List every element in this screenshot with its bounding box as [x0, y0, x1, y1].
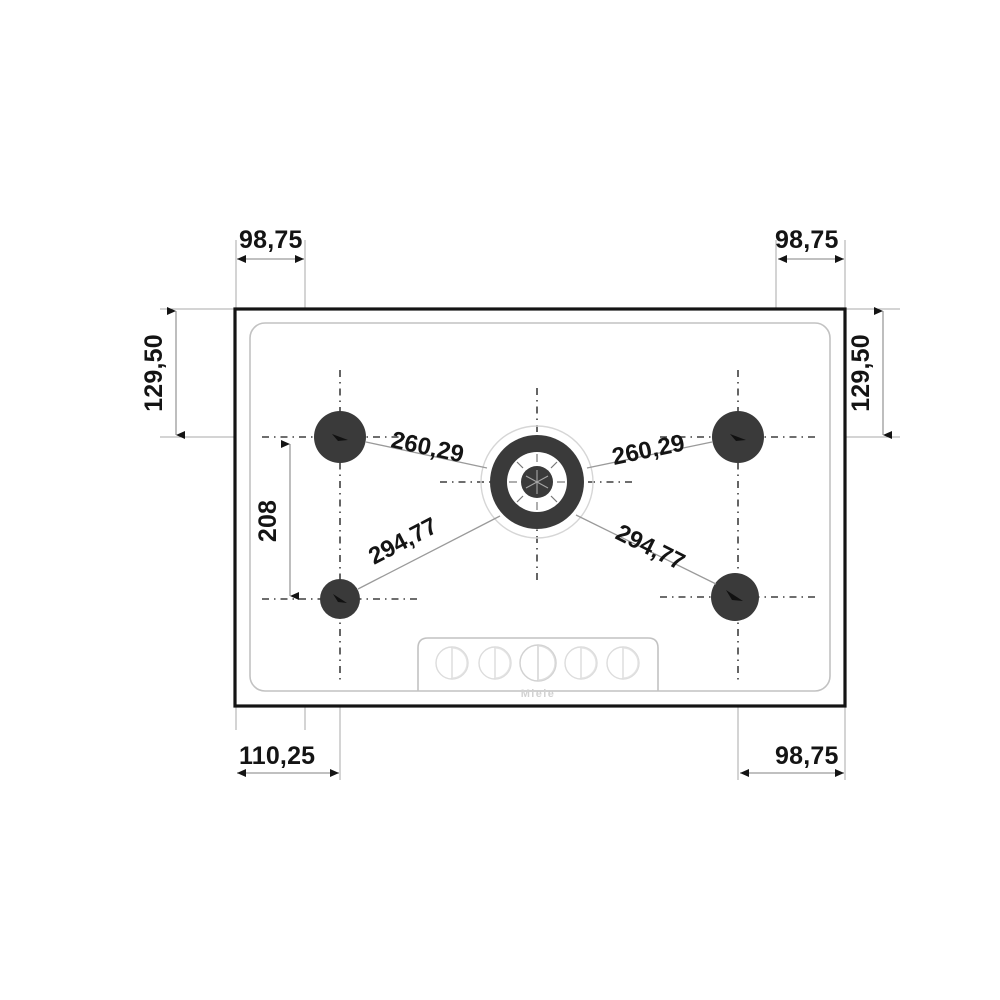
- control-knob-1[interactable]: [435, 646, 469, 680]
- dimension-group-bottom-left: 110,25: [237, 742, 339, 777]
- burner-bottom-right-igniter: [726, 590, 743, 601]
- dimension-bottom-right-horizontal: 98,75: [775, 742, 839, 770]
- diag-line-top-left: [365, 441, 488, 469]
- control-knob-3[interactable]: [519, 644, 557, 682]
- dimension-left-vertical: 129,50: [140, 334, 168, 412]
- cooktop-inner-outline: [249, 322, 831, 692]
- burner-top-left-igniter: [332, 434, 348, 441]
- control-knob-4[interactable]: [564, 646, 598, 680]
- dimension-group-top-right: 98,75: [775, 226, 844, 263]
- dimension-bottom-left-horizontal: 110,25: [239, 742, 315, 770]
- dimension-group-inner-vertical: 208: [254, 440, 299, 600]
- wok-flame-ports: [509, 454, 565, 510]
- dimension-top-left-horizontal: 98,75: [239, 226, 303, 254]
- wok-outer-halo-circle: [480, 425, 594, 539]
- control-knob-5[interactable]: [606, 646, 640, 680]
- burner-bottom-left-igniter: [333, 594, 347, 603]
- diag-line-bottom-left: [357, 515, 501, 590]
- dimension-group-bottom-right: 98,75: [740, 742, 844, 777]
- control-panel-outline: [417, 637, 659, 691]
- diagonal-dimension-lines: [357, 441, 717, 590]
- burner-top-right-igniter: [730, 434, 746, 441]
- diag-line-top-right: [586, 441, 713, 469]
- burner-center-wok: [480, 425, 594, 539]
- wok-core-slots: [525, 470, 549, 494]
- dimension-left-inner-vertical: 208: [254, 500, 282, 542]
- dimension-right-vertical: 129,50: [847, 334, 875, 412]
- miele-brand-logo: Miele: [521, 688, 556, 700]
- dimension-group-right-vertical: 129,50: [847, 307, 892, 439]
- corner-burners: [314, 411, 764, 621]
- dimension-group-top-left: 98,75: [237, 226, 304, 263]
- control-knob-2[interactable]: [478, 646, 512, 680]
- control-panel: Miele: [417, 637, 659, 700]
- dimension-top-right-horizontal: 98,75: [775, 226, 839, 254]
- dimension-group-left-vertical: 129,50: [140, 307, 185, 439]
- diag-line-bottom-right: [575, 514, 717, 585]
